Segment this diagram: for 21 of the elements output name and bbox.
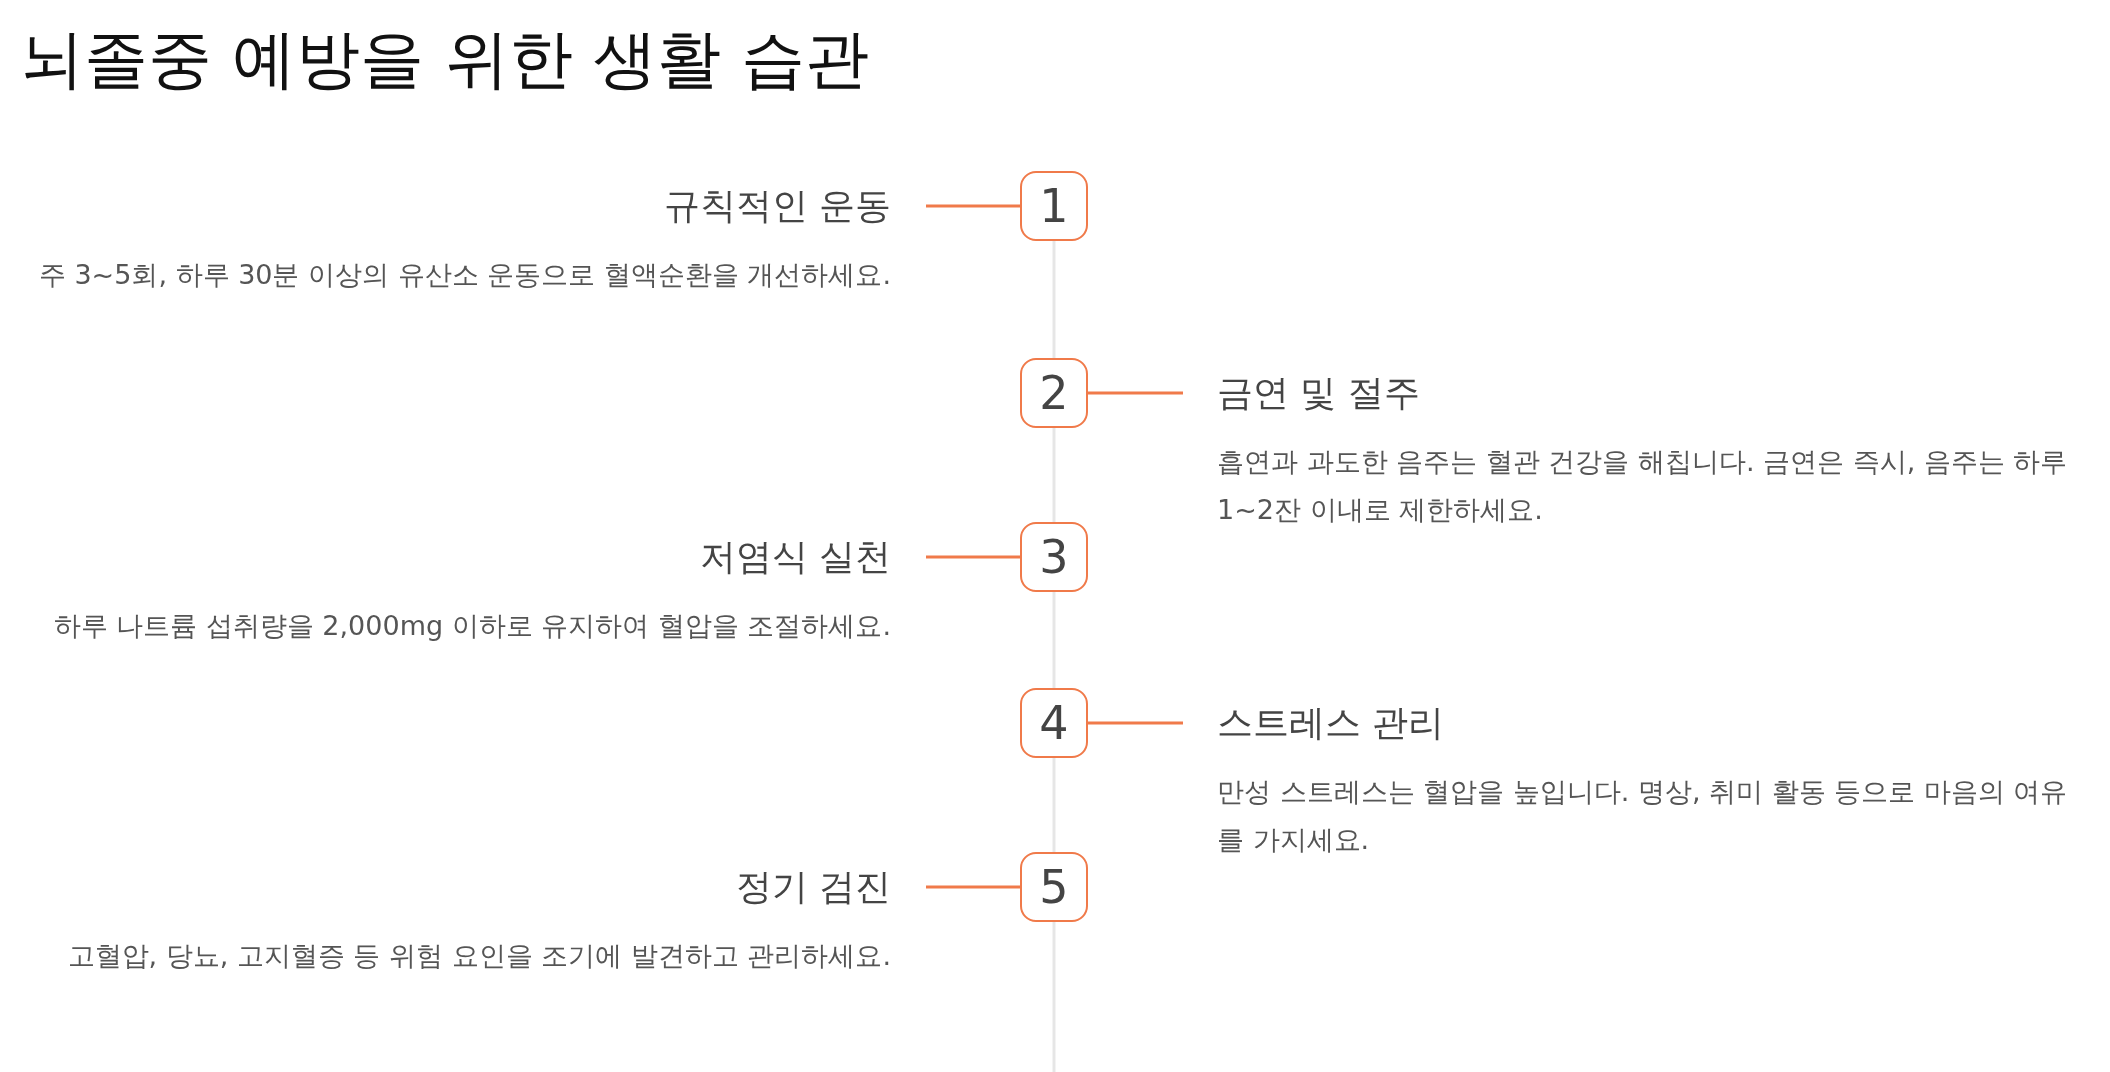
title: 뇌졸중 예방을 위한 생활 습관 bbox=[20, 21, 870, 98]
connector-line bbox=[926, 555, 1020, 559]
step-heading: 규칙적인 운동 bbox=[663, 184, 891, 228]
step-heading: 스트레스 관리 bbox=[1217, 701, 1445, 745]
connector-line bbox=[926, 204, 1020, 208]
step-heading: 정기 검진 bbox=[735, 865, 891, 909]
connector-line bbox=[926, 885, 1020, 889]
step-number-badge: 4 bbox=[1020, 688, 1088, 758]
step-heading: 저염식 실천 bbox=[699, 535, 891, 579]
step-description: 주 3~5회, 하루 30분 이상의 유산소 운동으로 혈액순환을 개선하세요. bbox=[38, 258, 891, 292]
step-number-badge: 1 bbox=[1020, 171, 1088, 241]
connector-line bbox=[1088, 721, 1183, 725]
step-description: 흡연과 과도한 음주는 혈관 건강을 해칩니다. 금연은 즉시, 음주는 하루 1~2잔 이내로 제한하세요. bbox=[1217, 445, 2069, 527]
step-description: 하루 나트륨 섭취량을 2,000mg 이하로 유지하여 혈압을 조절하세요. bbox=[53, 609, 891, 643]
step-number-badge: 5 bbox=[1020, 852, 1088, 922]
step-description: 고혈압, 당뇨, 고지혈증 등 위험 요인을 조기에 발견하고 관리하세요. bbox=[67, 939, 891, 973]
step-heading: 금연 및 절주 bbox=[1217, 371, 1420, 415]
step-number-badge: 3 bbox=[1020, 522, 1088, 592]
step-description: 만성 스트레스는 혈압을 높입니다. 명상, 취미 활동 등으로 마음의 여유를 가지세요. bbox=[1217, 775, 2069, 857]
step-number-badge: 2 bbox=[1020, 358, 1088, 428]
connector-line bbox=[1088, 391, 1183, 395]
